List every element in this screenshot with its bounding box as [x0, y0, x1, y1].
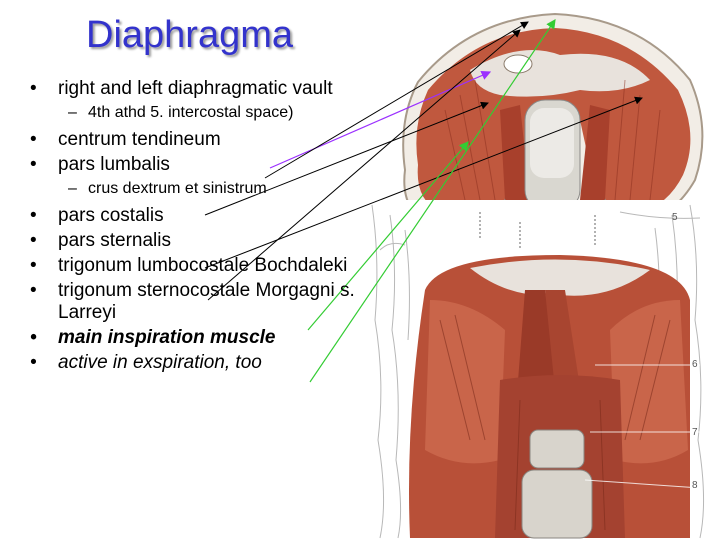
slide-title: Diaphragma — [86, 14, 293, 56]
bullet-centrum-tendineum: centrum tendineum — [22, 129, 362, 151]
bullet-pars-lumbalis: pars lumbalis — [22, 154, 362, 176]
bullet-vault: right and left diaphragmatic vault — [22, 78, 362, 100]
rib-label-5: 5 — [672, 212, 678, 223]
sub-bullet-crus: crus dextrum et sinistrum — [22, 179, 362, 199]
bullet-pars-costalis: pars costalis — [22, 205, 362, 227]
diaphragm-bottom-view: 5 6 7 8 — [368, 200, 720, 540]
sub-bullet-intercostal: 4th athd 5. intercostal space) — [22, 103, 362, 123]
bullet-trigonum-sternocostale: trigonum sternocostale Morgagni s. Larre… — [22, 280, 362, 324]
bullet-main-inspiration: main inspiration muscle — [22, 327, 362, 349]
bullet-active-exspiration: active in exspiration, too — [22, 352, 362, 374]
rib-label-7: 7 — [692, 427, 698, 438]
rib-label-6: 6 — [692, 359, 698, 370]
bullet-trigonum-lumbocostale: trigonum lumbocostale Bochdaleki — [22, 255, 362, 277]
rib-label-8: 8 — [692, 480, 698, 491]
pointer-centrum — [264, 21, 529, 179]
bullet-pars-sternalis: pars sternalis — [22, 230, 362, 252]
diaphragm-top-view — [402, 12, 704, 231]
bullet-list: right and left diaphragmatic vault 4th a… — [22, 78, 362, 377]
